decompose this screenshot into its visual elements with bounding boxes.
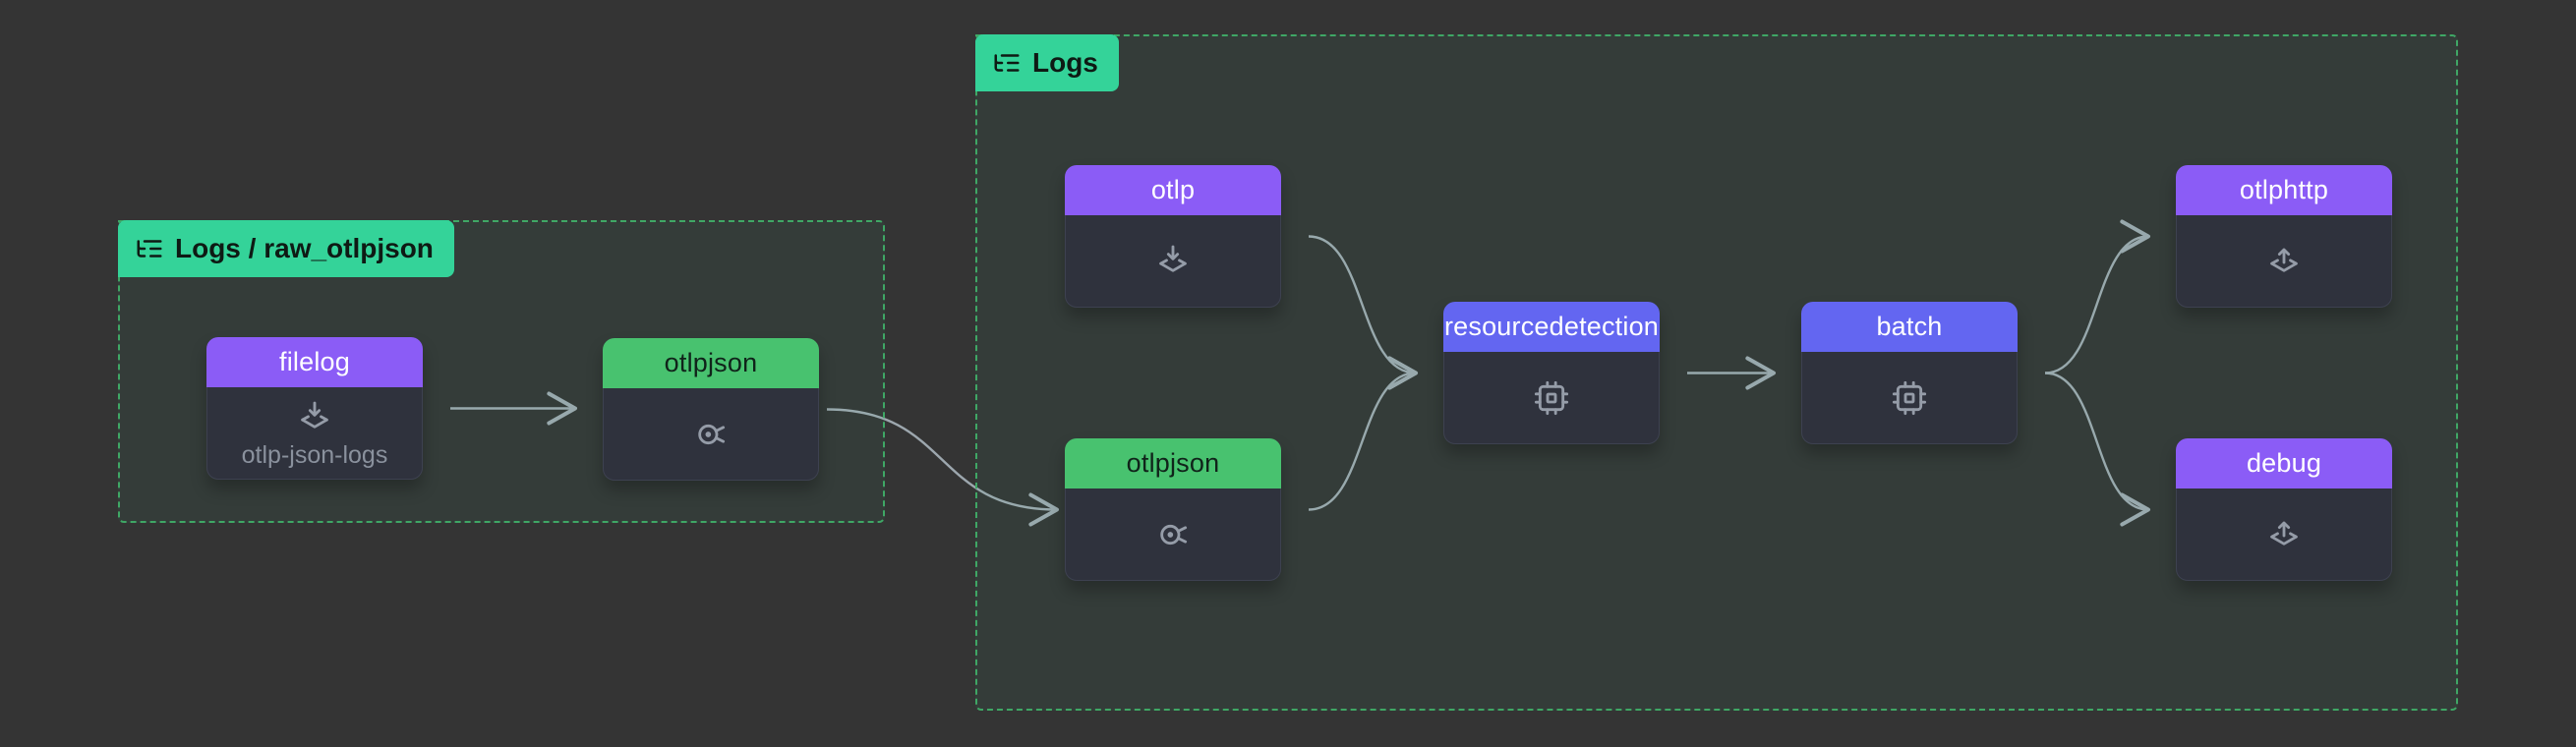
node-label: otlphttp bbox=[2239, 175, 2329, 204]
node-batch[interactable]: batch bbox=[1801, 302, 2018, 444]
node-otlpjson_logs[interactable]: otlpjson bbox=[1065, 438, 1281, 581]
node-body bbox=[2176, 488, 2392, 581]
node-label: resourcedetection bbox=[1443, 312, 1660, 341]
node-body: otlp-json-logs bbox=[206, 387, 423, 480]
node-header: filelog bbox=[206, 337, 423, 387]
node-label: debug bbox=[2246, 448, 2322, 478]
node-label: batch bbox=[1876, 312, 1943, 341]
node-body bbox=[603, 388, 819, 481]
node-header: batch bbox=[1801, 302, 2018, 352]
node-body bbox=[1443, 352, 1660, 444]
node-header: debug bbox=[2176, 438, 2392, 488]
node-otlp[interactable]: otlp bbox=[1065, 165, 1281, 308]
node-debug[interactable]: debug bbox=[2176, 438, 2392, 581]
node-body bbox=[2176, 215, 2392, 308]
connector-icon bbox=[1160, 524, 1188, 545]
group-badge-logs: Logs bbox=[975, 34, 1119, 91]
group-label: Logs / raw_otlpjson bbox=[175, 233, 434, 263]
node-body bbox=[1065, 488, 1281, 581]
node-header: otlpjson bbox=[603, 338, 819, 388]
node-header: resourcedetection bbox=[1443, 302, 1660, 352]
node-label: otlpjson bbox=[664, 348, 758, 377]
group-badge-logs-raw-otlpjson: Logs / raw_otlpjson bbox=[118, 220, 454, 277]
exporter-icon bbox=[2270, 521, 2298, 546]
node-otlphttp[interactable]: otlphttp bbox=[2176, 165, 2392, 308]
node-otlpjson_raw[interactable]: otlpjson bbox=[603, 338, 819, 481]
exporter-icon bbox=[2270, 248, 2298, 272]
node-label: filelog bbox=[279, 347, 350, 376]
list-tree-icon bbox=[137, 240, 162, 258]
list-tree-icon bbox=[994, 54, 1020, 72]
processor-icon bbox=[1534, 380, 1569, 415]
node-label: otlp bbox=[1150, 175, 1196, 204]
node-header: otlp bbox=[1065, 165, 1281, 215]
group-label: Logs bbox=[1032, 47, 1098, 78]
node-body bbox=[1801, 352, 2018, 444]
node-label: otlpjson bbox=[1126, 448, 1220, 478]
node-resourcedetection[interactable]: resourcedetection bbox=[1443, 302, 1660, 444]
node-filelog[interactable]: filelog otlp-json-logs bbox=[206, 337, 423, 480]
processor-icon bbox=[1892, 380, 1927, 415]
receiver-icon bbox=[301, 401, 328, 429]
node-subtitle: otlp-json-logs bbox=[241, 441, 388, 469]
connector-icon bbox=[698, 424, 726, 444]
pipeline-group-logs: Logs bbox=[975, 34, 2458, 711]
node-header: otlphttp bbox=[2176, 165, 2392, 215]
receiver-icon bbox=[1159, 245, 1187, 272]
node-body bbox=[1065, 215, 1281, 308]
node-header: otlpjson bbox=[1065, 438, 1281, 488]
